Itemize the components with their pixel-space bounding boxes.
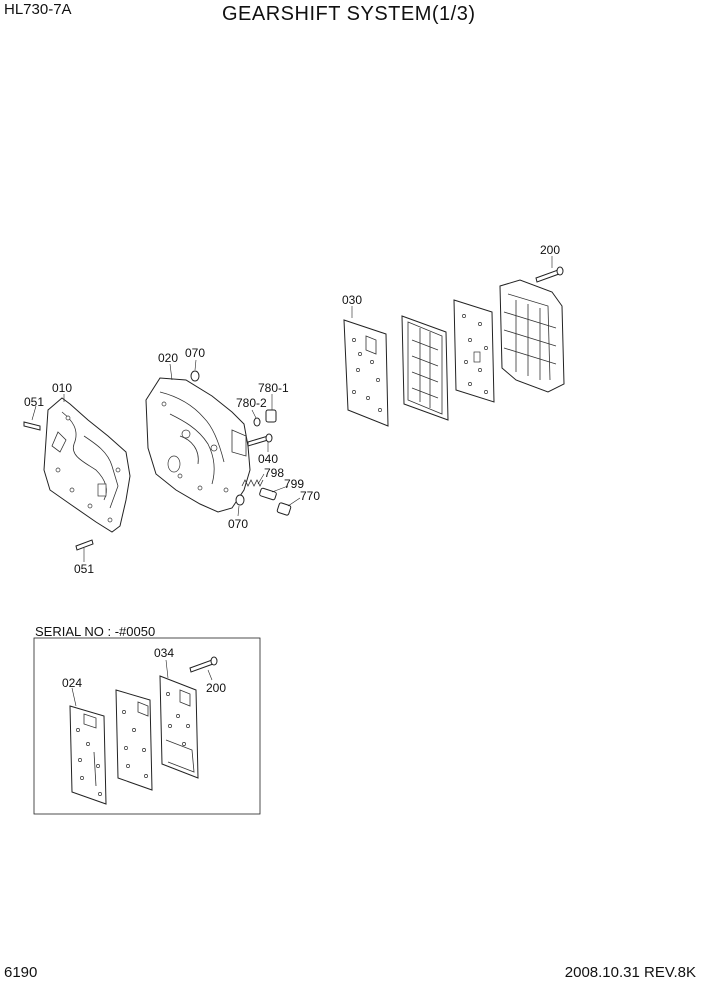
part-024-plate: [69, 705, 107, 805]
part-070-plug-lower: [235, 494, 245, 506]
label-070-upper: 070: [185, 346, 206, 360]
inset-leader-lines: [71, 659, 213, 707]
label-020: 020: [158, 351, 179, 365]
part-200-bolt-top: [535, 266, 564, 283]
label-040: 040: [258, 452, 279, 466]
label-070-lower: 070: [228, 517, 249, 531]
revision-date: 2008.10.31 REV.8K: [564, 964, 696, 981]
part-010-plate: [43, 397, 131, 533]
part-051-pin-upper: [23, 421, 41, 431]
label-200-top: 200: [540, 243, 561, 257]
part-798-spring: [241, 479, 264, 487]
separator-plate: [453, 299, 495, 403]
label-780-2: 780-2: [236, 396, 267, 410]
label-798: 798: [264, 466, 285, 480]
part-030-gasket: [343, 319, 389, 427]
part-780-2-ring: [253, 417, 261, 427]
model-code: HL730-7A: [4, 1, 72, 18]
part-799-piston: [259, 487, 277, 501]
label-024: 024: [62, 676, 83, 690]
inset-middle-plate: [115, 689, 153, 791]
label-770: 770: [300, 489, 321, 503]
part-770-plug: [276, 502, 292, 516]
label-051-lower: 051: [74, 562, 95, 576]
valve-housing: [499, 279, 565, 393]
label-780-1: 780-1: [258, 381, 289, 395]
label-051-upper: 051: [24, 395, 45, 409]
page-title: GEARSHIFT SYSTEM(1/3): [222, 3, 476, 25]
part-040-bolt: [247, 433, 273, 447]
part-020-housing: [145, 377, 251, 513]
label-030: 030: [342, 293, 363, 307]
serial-note: SERIAL NO : -#0050: [35, 624, 156, 639]
label-799: 799: [284, 477, 305, 491]
leader-lines: [31, 256, 553, 562]
inset-frame: [33, 637, 261, 815]
page-number: 6190: [4, 964, 38, 981]
part-070-plug-upper: [190, 370, 200, 382]
label-034: 034: [154, 646, 175, 660]
label-010: 010: [52, 381, 73, 395]
valve-body-frame: [401, 315, 449, 421]
part-034-plate: [159, 675, 199, 779]
part-051-pin-lower: [75, 539, 94, 551]
part-200-bolt-inset: [189, 656, 218, 673]
label-200-inset: 200: [206, 681, 227, 695]
part-780-1-plug: [265, 409, 277, 423]
